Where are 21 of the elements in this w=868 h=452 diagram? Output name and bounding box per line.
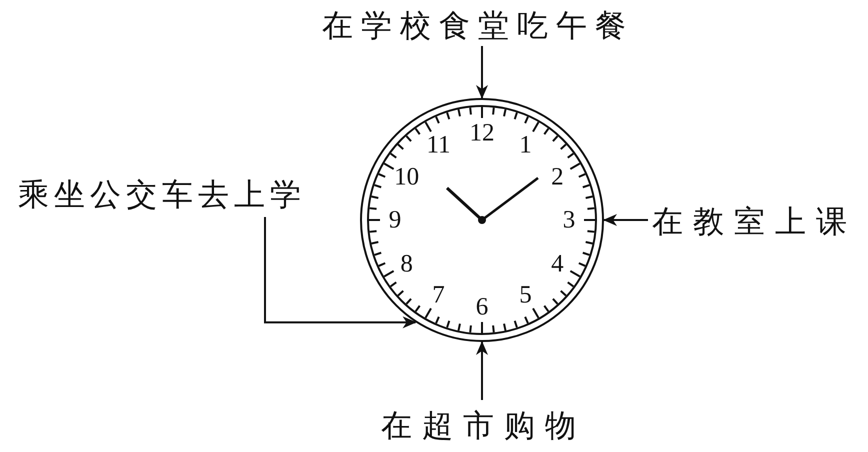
clock-numeral: 12 bbox=[470, 120, 494, 146]
clock-numeral: 6 bbox=[476, 294, 488, 320]
arrow bbox=[603, 214, 648, 226]
arrow bbox=[476, 46, 488, 99]
clock-numeral: 4 bbox=[551, 251, 564, 276]
activity-label: 在教室上课 bbox=[652, 204, 857, 240]
activity-label: 乘坐公交车去上学 bbox=[18, 177, 306, 213]
clock-numeral: 3 bbox=[562, 208, 576, 232]
clock-numeral: 2 bbox=[551, 164, 564, 189]
arrow bbox=[476, 341, 488, 400]
clock-numeral: 10 bbox=[394, 164, 420, 189]
clock-numeral: 8 bbox=[400, 251, 413, 276]
clock-numeral: 1 bbox=[519, 132, 532, 158]
clock-numeral: 7 bbox=[432, 282, 445, 308]
clock-drawing bbox=[360, 98, 604, 342]
activity-label: 在超市购物 bbox=[381, 408, 586, 444]
activity-label: 在学校食堂吃午餐 bbox=[322, 8, 634, 44]
arrow bbox=[264, 217, 417, 328]
clock-numeral: 11 bbox=[426, 132, 451, 158]
clock-numeral: 5 bbox=[519, 282, 532, 308]
clock-numeral: 9 bbox=[388, 208, 402, 232]
